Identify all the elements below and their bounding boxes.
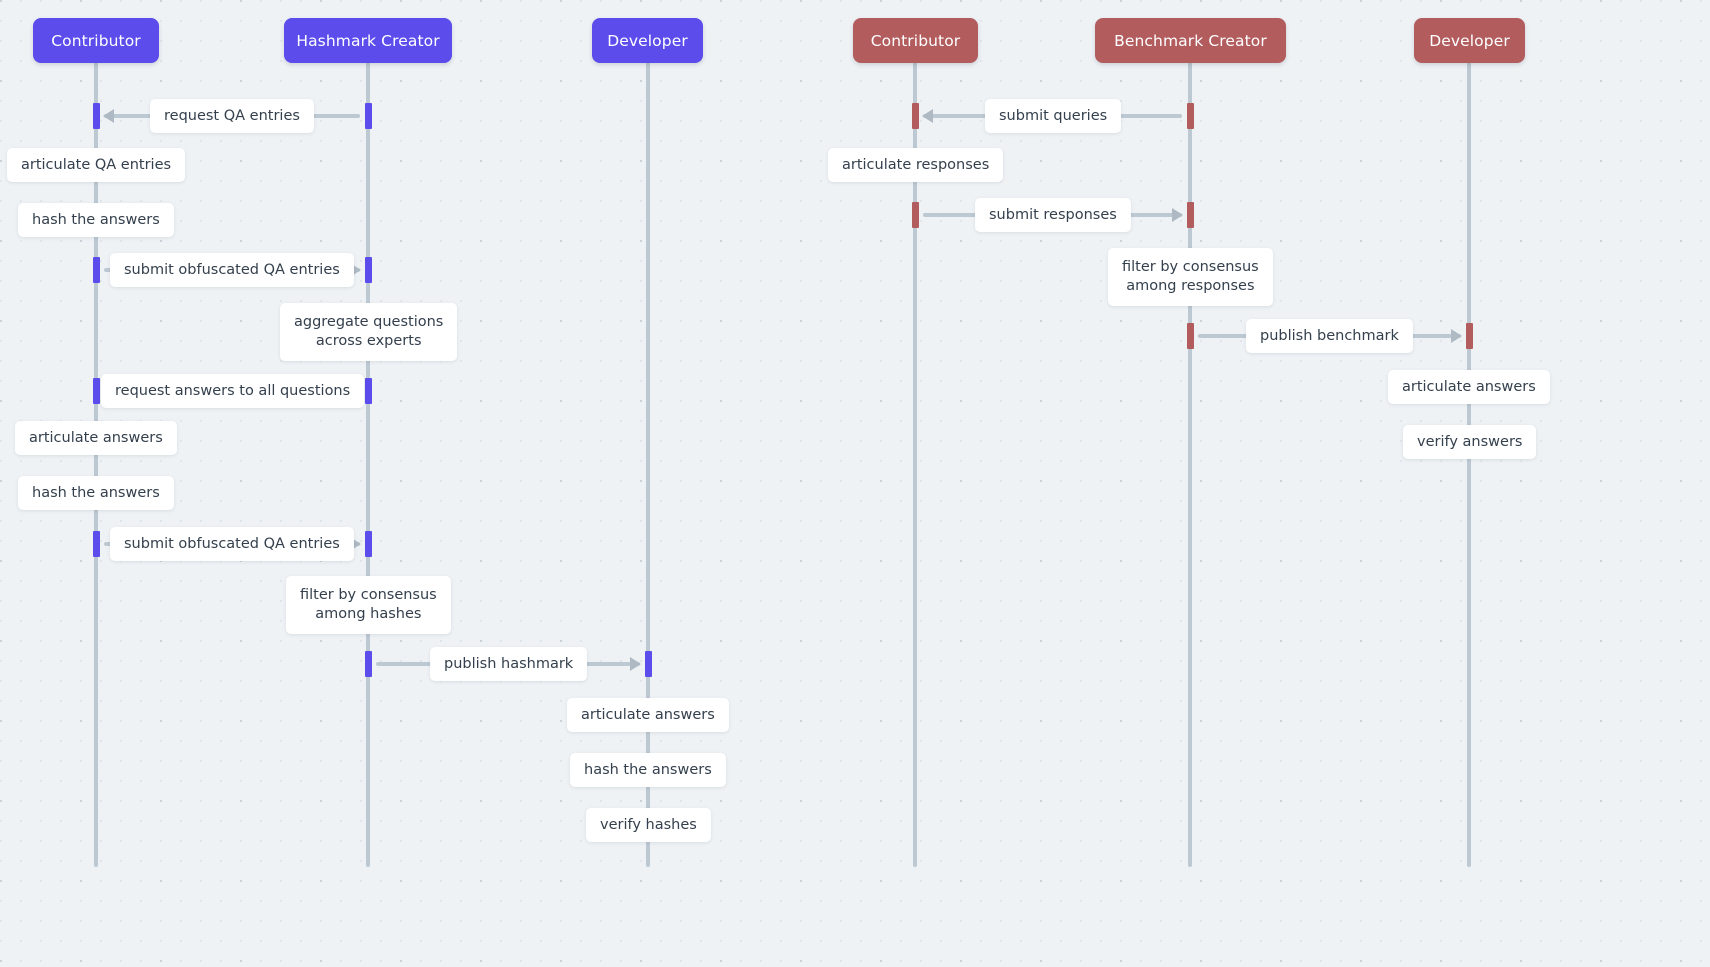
activation-bar [365,531,372,557]
activation-bar [365,378,372,404]
participant-label: Developer [1429,31,1510,50]
participant-label: Developer [607,31,688,50]
activation-bar [365,651,372,677]
participant-box-c2[interactable]: Contributor [853,18,978,63]
message-label: request QA entries [150,99,314,133]
activation-bar [1187,323,1194,349]
note-label: articulate answers [567,698,729,732]
note-label: hash the answers [18,476,174,510]
message-label: submit obfuscated QA entries [110,253,354,287]
activation-bar [645,651,652,677]
note-label: verify answers [1403,425,1537,459]
participant-label: Contributor [870,31,961,50]
note-label: articulate QA entries [7,148,186,182]
note-label: verify hashes [586,808,711,842]
note-text: filter by consensus among hashes [300,586,437,624]
arrow-head-right [350,537,361,551]
participant-box-h1[interactable]: Hashmark Creator [284,18,452,63]
note-label: hash the answers [570,753,726,787]
note-text: aggregate questions across experts [294,313,443,351]
activation-bar [912,103,919,129]
note-line: among responses [1126,278,1255,294]
arrow-head-left [922,109,933,123]
message-label: publish hashmark [430,647,588,681]
activation-bar [93,378,100,404]
message-label: submit obfuscated QA entries [110,527,354,561]
participant-box-b2[interactable]: Benchmark Creator [1095,18,1286,63]
participant-label: Benchmark Creator [1114,31,1267,50]
lifeline-d2 [1467,60,1471,867]
activation-bar [365,257,372,283]
activation-bar [1466,323,1473,349]
note-label: filter by consensus among hashes [286,576,451,634]
note-line: filter by consensus [1122,259,1259,275]
note-line: among hashes [315,606,422,622]
note-label: filter by consensus among responses [1108,248,1273,306]
note-label: articulate responses [828,148,1004,182]
participant-box-c1[interactable]: Contributor [33,18,159,63]
lifeline-c1 [94,60,98,867]
arrow-head-right [630,657,641,671]
arrow-head-right [1451,329,1462,343]
arrow-head-left [103,109,114,123]
participant-box-d1[interactable]: Developer [592,18,703,63]
note-label: articulate answers [15,421,177,455]
note-label: aggregate questions across experts [280,303,458,361]
note-line: filter by consensus [300,587,437,603]
participant-label: Contributor [51,31,141,50]
arrow-head-right [1172,208,1183,222]
message-label: submit queries [985,99,1122,133]
activation-bar [93,103,100,129]
message-label: publish benchmark [1246,319,1413,353]
lifeline-c2 [913,60,917,867]
activation-bar [93,531,100,557]
message-label: request answers to all questions [101,374,365,408]
participant-label: Hashmark Creator [296,31,440,50]
note-label: articulate answers [1388,370,1550,404]
activation-bar [1187,103,1194,129]
arrow-head-right [350,263,361,277]
activation-bar [912,202,919,228]
lifeline-h1 [366,60,370,867]
note-line: across experts [315,333,422,349]
lifeline-b2 [1188,60,1192,867]
note-text: filter by consensus among responses [1122,258,1259,296]
note-line: aggregate questions [294,314,444,330]
lifeline-d1 [646,60,650,867]
note-label: hash the answers [18,203,174,237]
activation-bar [93,257,100,283]
activation-bar [365,103,372,129]
activation-bar [1187,202,1194,228]
message-label: submit responses [975,198,1131,232]
participant-box-d2[interactable]: Developer [1414,18,1525,63]
